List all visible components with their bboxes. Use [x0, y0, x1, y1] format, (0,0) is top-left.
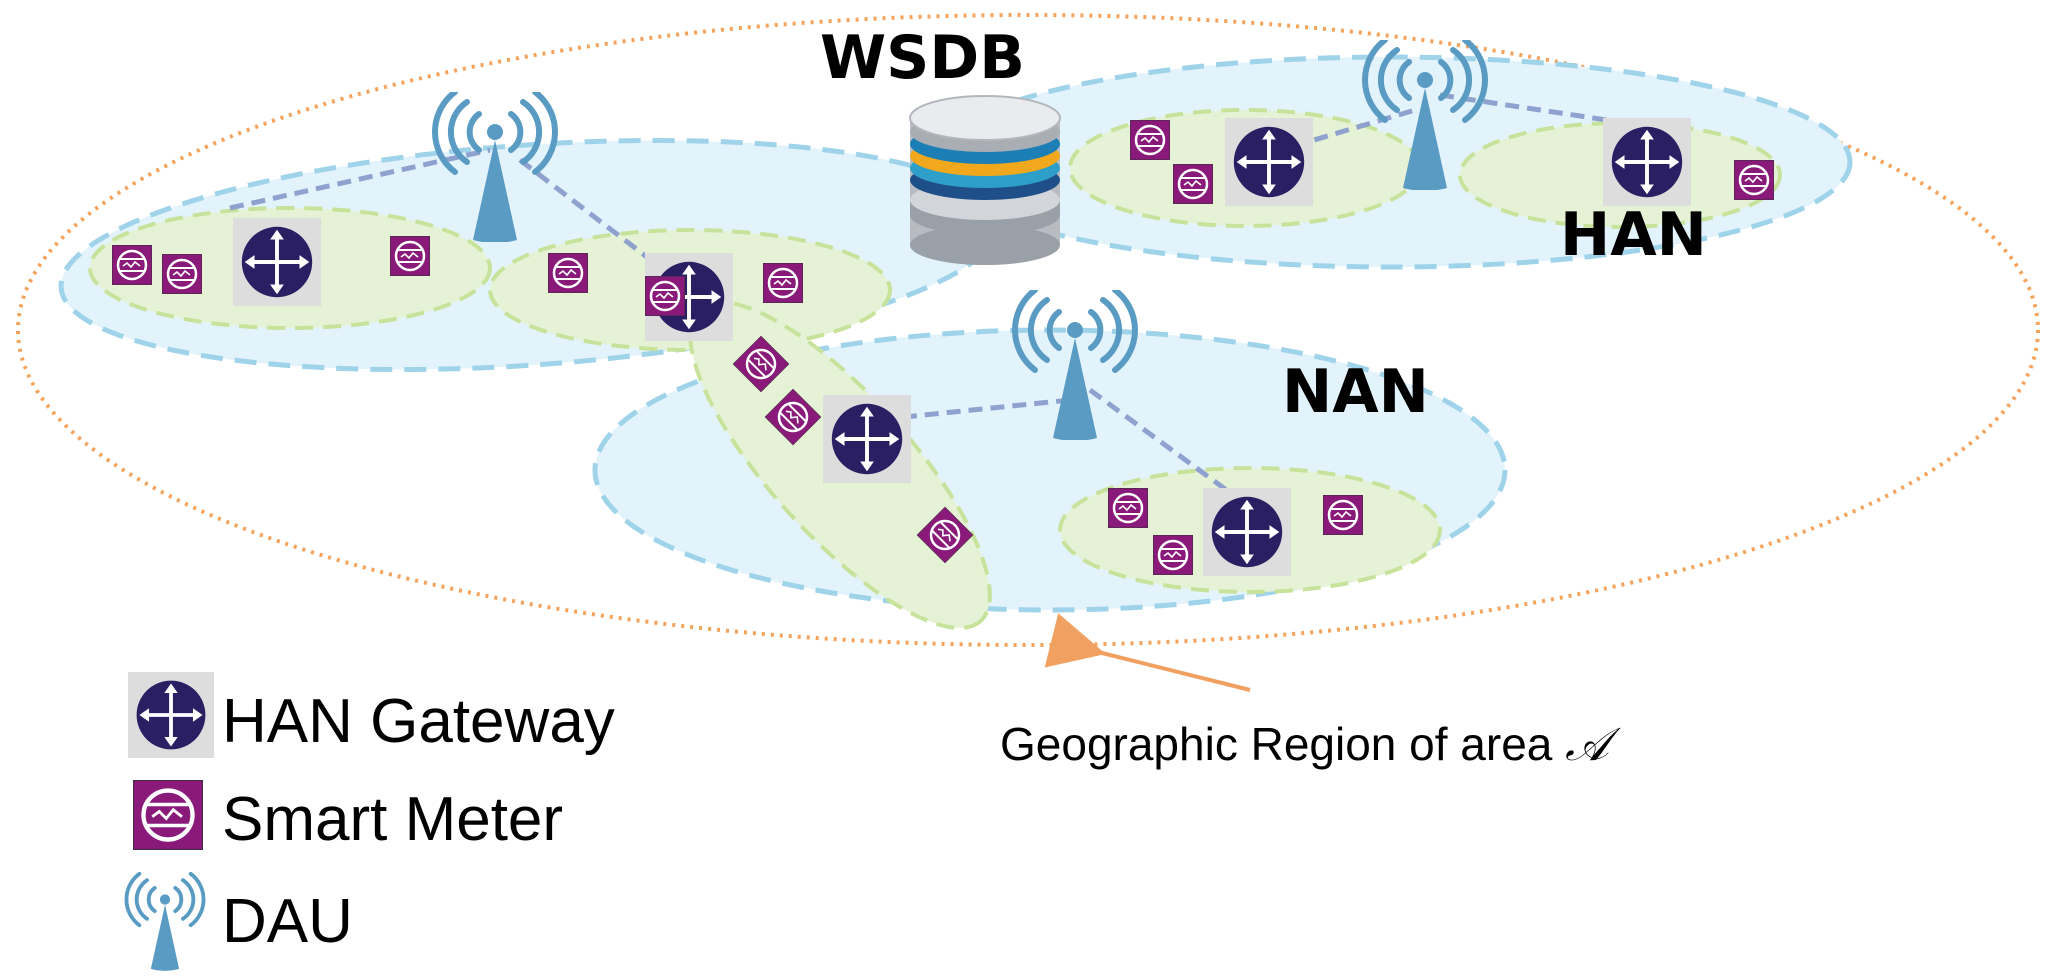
legend-label: DAU [222, 887, 353, 956]
wsdb-label: WSDB [820, 23, 1025, 93]
smart-meter-icon [390, 236, 430, 276]
link [1088, 387, 1242, 503]
smart-meter-icon [645, 276, 685, 316]
smart-meter-icon [1130, 120, 1170, 160]
smart-meter-icon [1734, 160, 1774, 200]
area-symbol: 𝒜 [1565, 717, 1621, 771]
smart-meter-icon [133, 780, 203, 850]
legend-item-dau: DAU [124, 872, 353, 972]
han-label: HAN [1560, 200, 1707, 270]
wsdb-database-icon [909, 95, 1061, 265]
link [1439, 92, 1641, 128]
legend-item-smart-meter: Smart Meter [133, 780, 563, 854]
han-gateway-icon [1203, 488, 1291, 576]
nan-label: NAN [1282, 357, 1429, 427]
dau-icon [124, 872, 206, 972]
smart-meter-icon [1173, 164, 1213, 204]
legend: HAN Gateway Smart Meter DAU [124, 672, 615, 972]
smart-meter-icon [763, 263, 803, 303]
han-gateway-icon [823, 395, 911, 483]
geographic-region-boundary [16, 13, 2040, 647]
region-pointer-arrow [1044, 613, 1251, 692]
han-gateway-icon [1225, 118, 1313, 206]
smart-meter-icon [162, 254, 202, 294]
han-gateway-icon [1603, 118, 1691, 206]
smart-meter-icon [1108, 488, 1148, 528]
region-label: Geographic Region of area 𝒜 [1000, 717, 1621, 771]
legend-label: HAN Gateway [222, 687, 615, 756]
legend-label: Smart Meter [222, 785, 563, 854]
smart-meter-icon [1323, 495, 1363, 535]
han-gateway-icon [233, 218, 321, 306]
smart-meter-icon [1153, 535, 1193, 575]
han-gateway-icon [128, 672, 214, 758]
smart-meter-icon [112, 245, 152, 285]
legend-item-han-gateway: HAN Gateway [128, 672, 615, 758]
smart-meter-icon [548, 253, 588, 293]
